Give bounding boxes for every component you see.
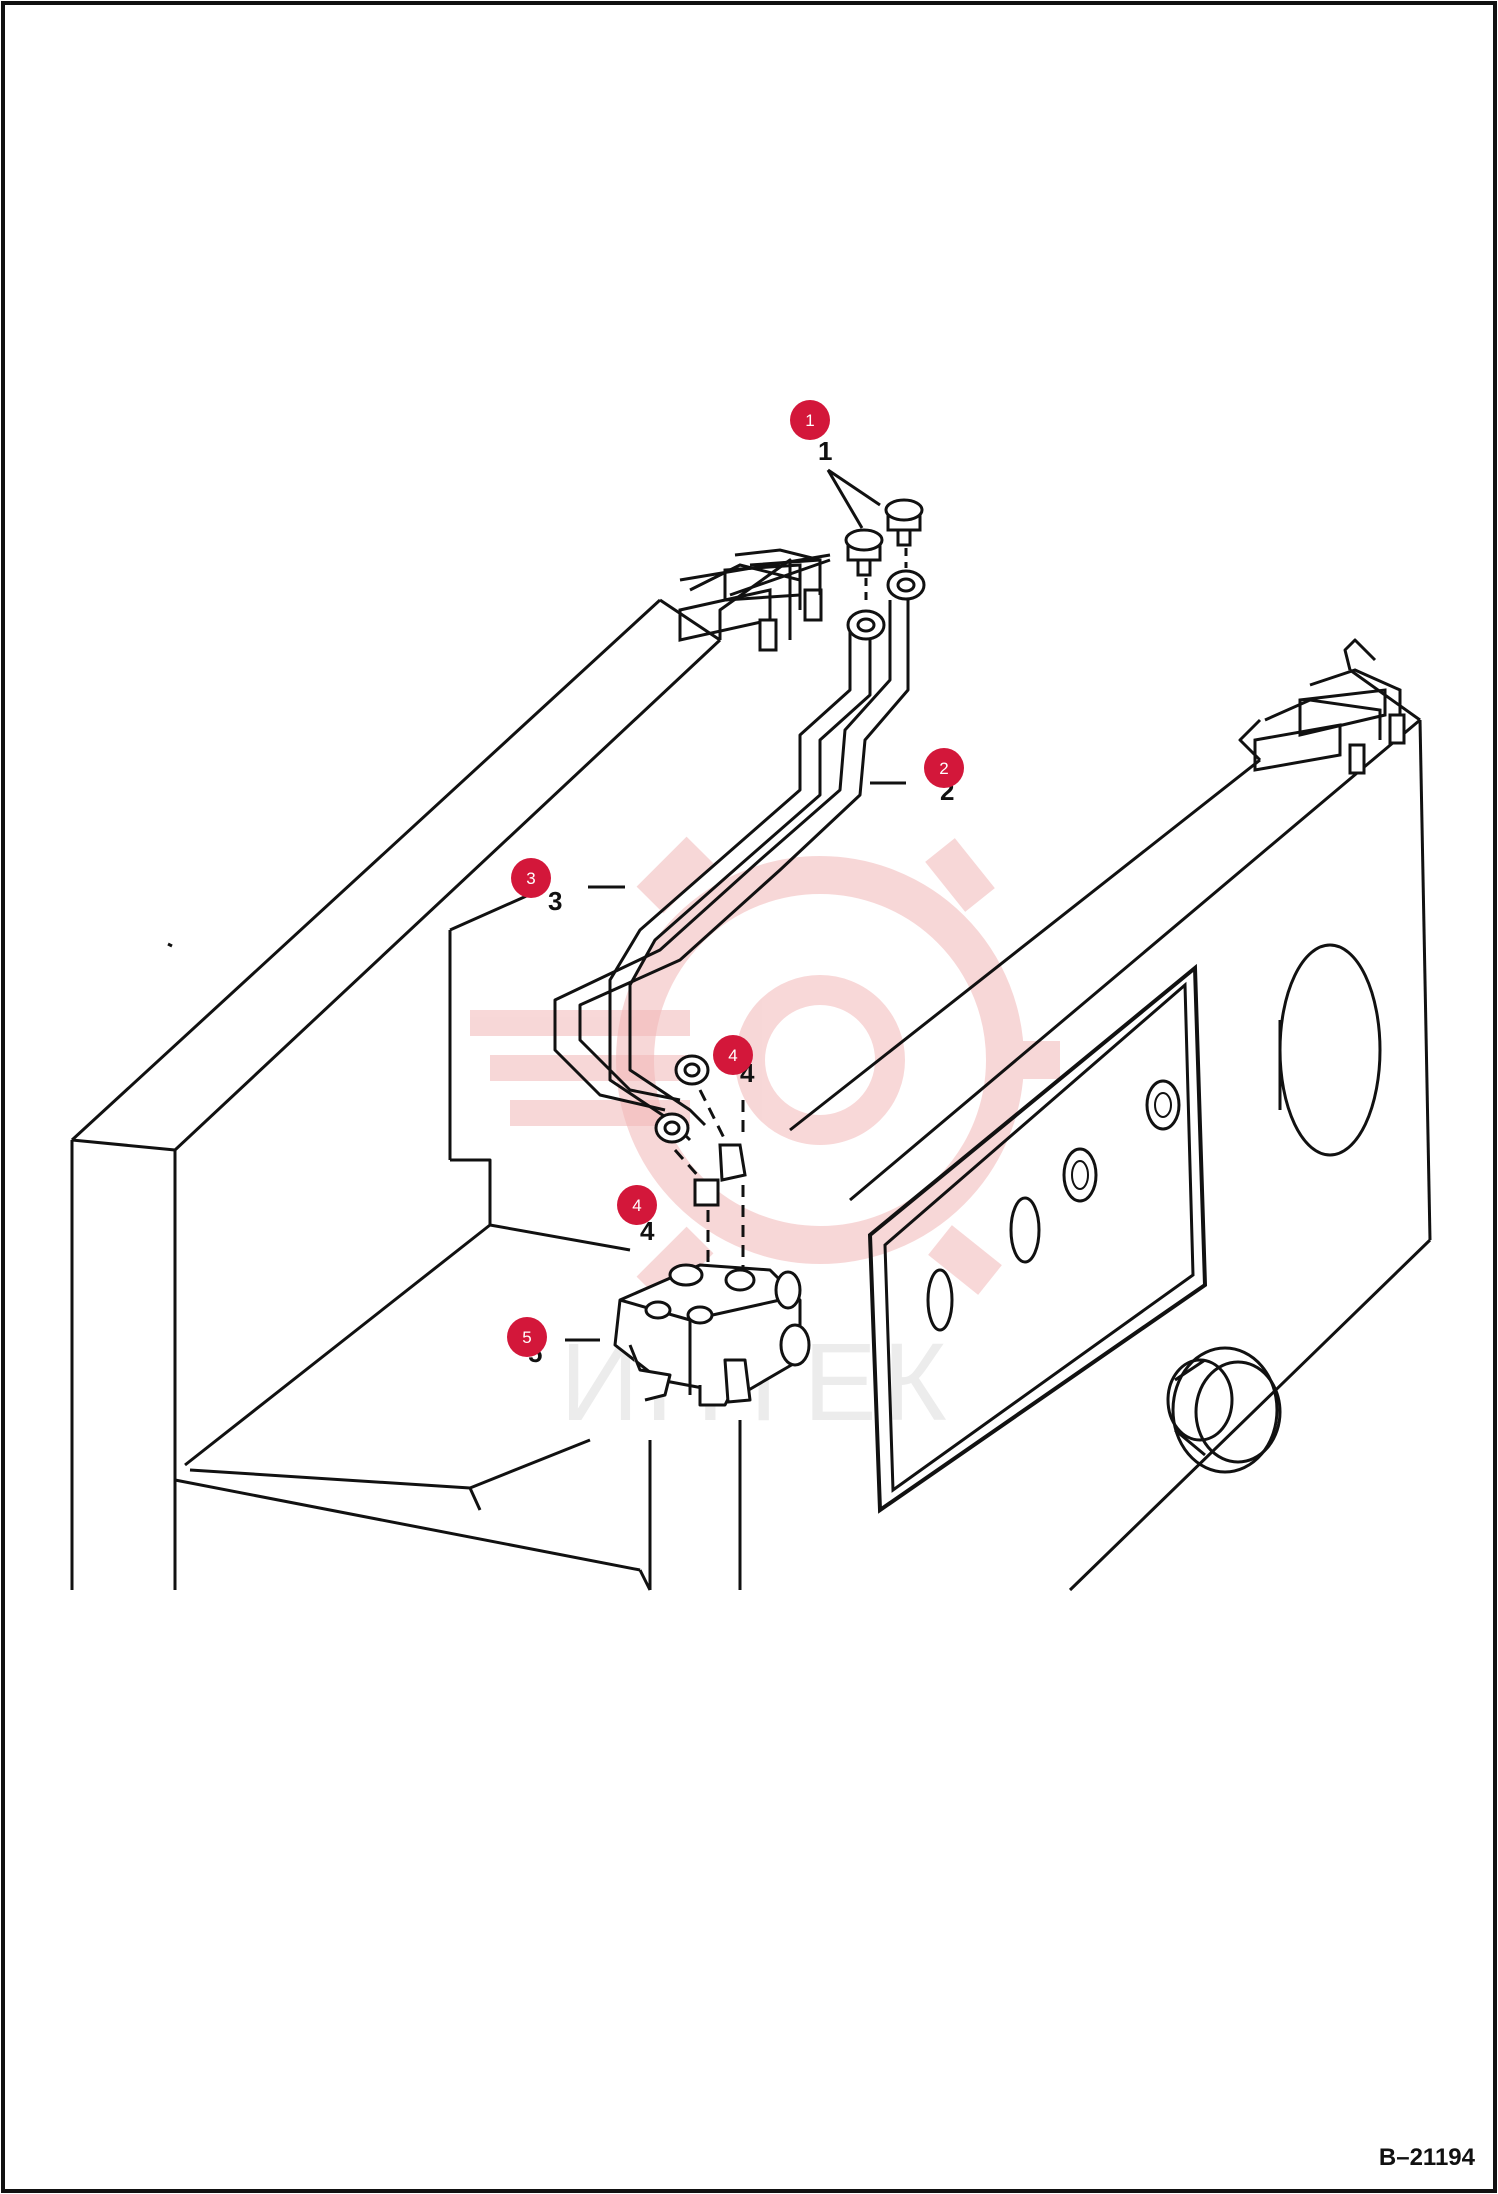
callout-3[interactable]: 3 [511,858,551,898]
callout-1-number: 1 [805,411,814,430]
left-hinge-brackets [678,548,823,652]
fittings-top [844,498,926,641]
fitting-leader-lines [679,468,908,600]
callout-4b-number: 4 [632,1196,641,1215]
callout-2[interactable]: 2 [924,748,964,788]
left-panel [70,558,792,1591]
callout-5[interactable]: 5 [507,1317,547,1357]
drawing-code: B–21194 [1379,2144,1476,2171]
callout-2-number: 2 [939,759,948,778]
callout-3-number: 3 [526,869,535,888]
callout-4b[interactable]: 4 [617,1185,657,1225]
right-hinge-brackets [1253,668,1406,775]
callouts: 1 2 3 4 4 5 [507,400,964,1357]
tube-lines [553,600,910,1142]
leader-dashes [565,781,906,1342]
elbow-fittings [654,1054,747,1207]
callout-5-number: 5 [522,1328,531,1347]
callout-4a[interactable]: 4 [713,1035,753,1075]
side-opening [1278,943,1382,1157]
stray-mark [167,942,173,948]
control-valve [613,1263,811,1407]
dashed-connectors [673,1089,745,1270]
part-number-1: 1 [818,436,832,466]
callout-4a-number: 4 [728,1046,737,1065]
access-cover-plate [867,963,1208,1514]
part-number-3: 3 [548,886,562,916]
callout-1[interactable]: 1 [790,400,830,440]
grommet [1166,1346,1282,1474]
right-panel [789,638,1432,1592]
